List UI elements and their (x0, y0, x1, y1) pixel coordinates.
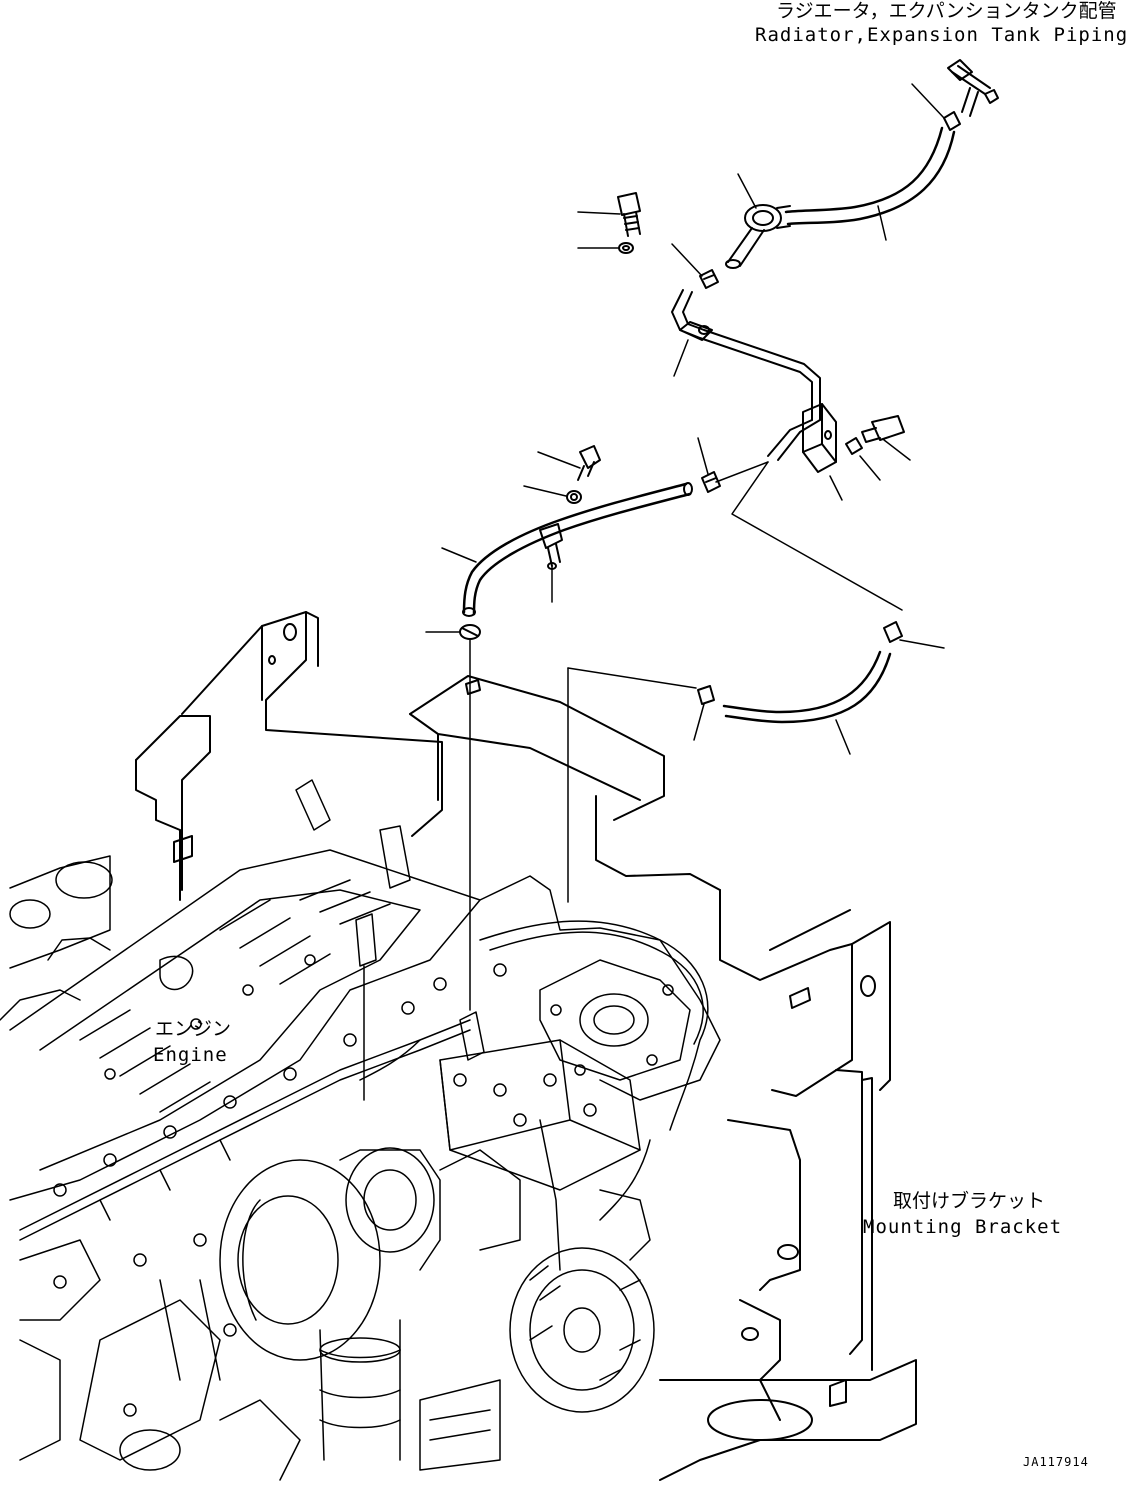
hose-clamp-middle (701, 471, 721, 493)
hose-clamp-upper (699, 269, 719, 289)
mounting-block (802, 403, 837, 473)
radiator-connector-fitting (943, 59, 999, 131)
bolt-middle (566, 445, 601, 504)
mounting-bracket-label-ja: 取付けブラケット (893, 1190, 1046, 1212)
drawing-code: JA117914 (1023, 1455, 1089, 1469)
engine-label-en: Engine (153, 1044, 228, 1066)
hose-clamp-lower (459, 624, 481, 640)
engine-label-ja: エンジン (155, 1018, 232, 1040)
bolt-upper (617, 192, 641, 254)
bolt-right (845, 415, 905, 455)
hose-clamp-bracket (539, 523, 563, 570)
mounting-frame (135, 611, 917, 1481)
upper-hose (784, 126, 956, 226)
lower-right-hose (697, 621, 903, 724)
radiator-piping-label-en: Radiator,Expansion Tank Piping (755, 24, 1129, 46)
grommet (725, 204, 791, 269)
engine-block (0, 779, 721, 1481)
radiator-piping-label-ja: ラジエータ，エクパンションタンク配管 (776, 0, 1117, 22)
middle-hose (462, 482, 693, 617)
leader-lines (425, 83, 945, 1011)
mounting-bracket-label-en: Mounting Bracket (863, 1216, 1063, 1238)
metal-tube (671, 289, 821, 461)
